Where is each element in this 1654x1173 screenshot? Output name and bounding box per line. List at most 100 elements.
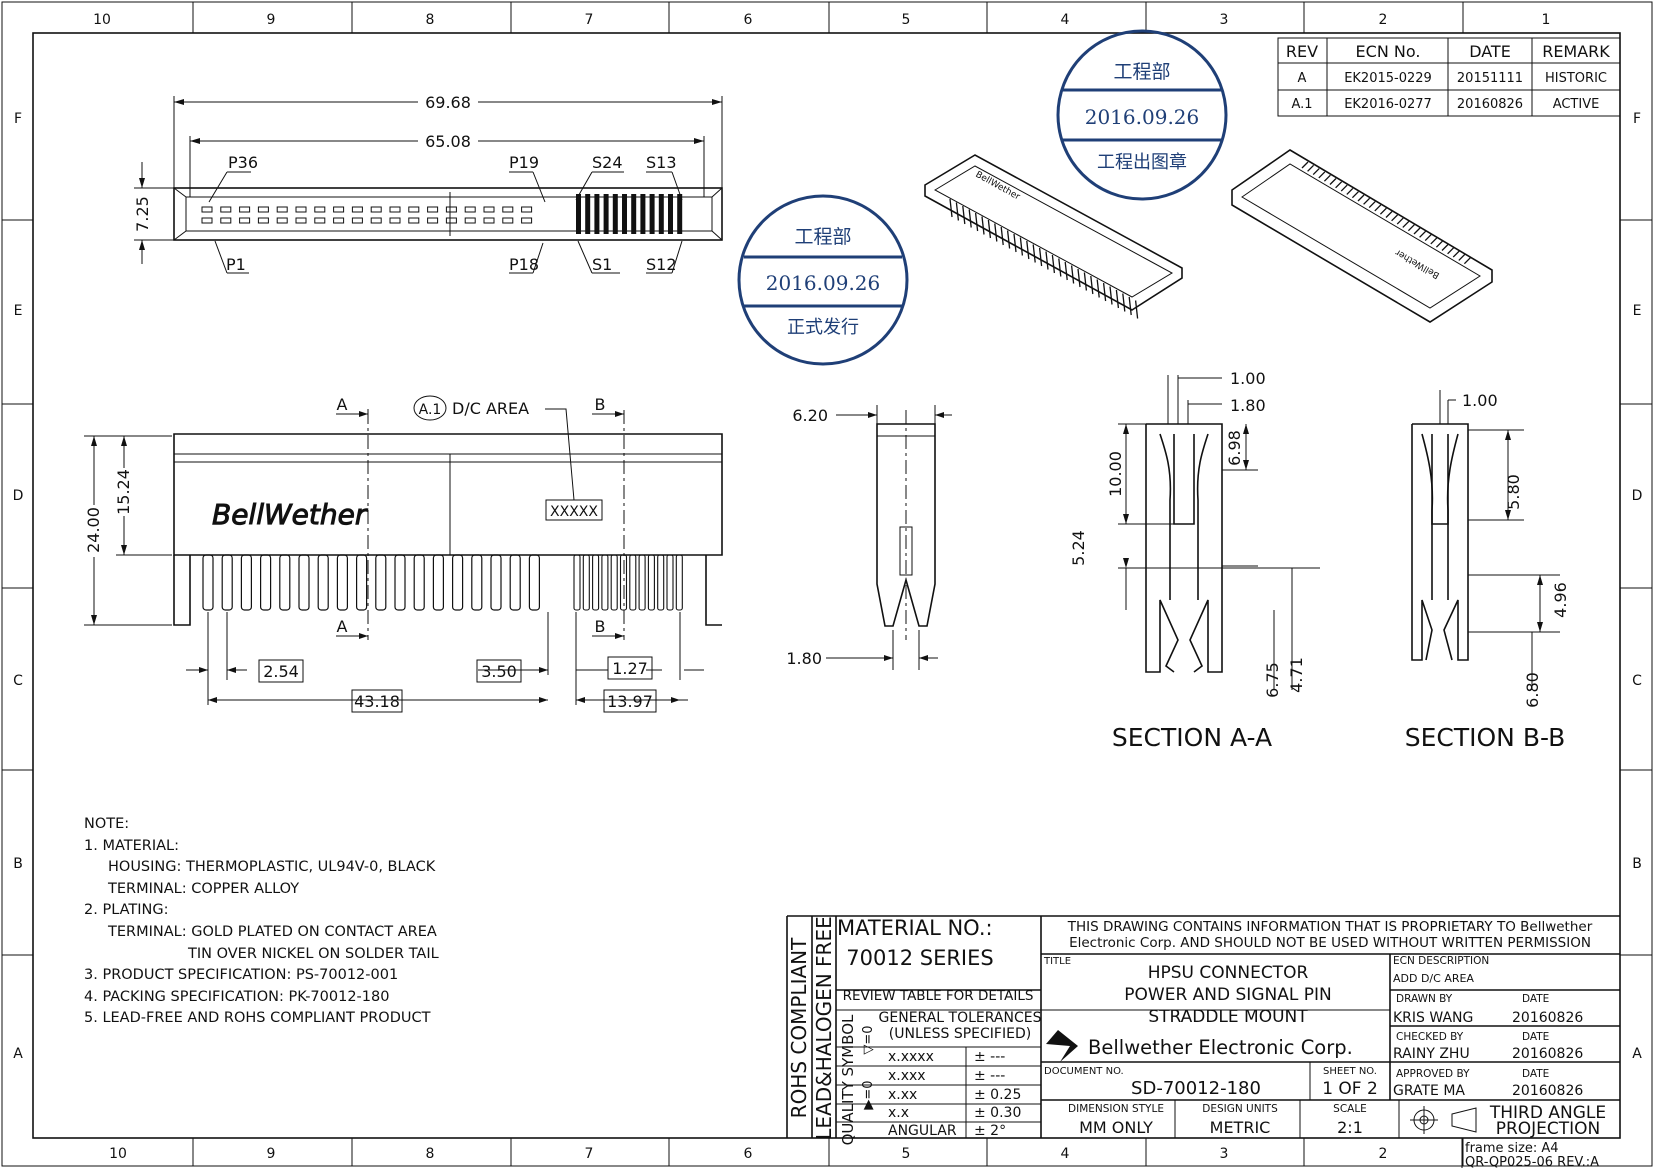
iso-pin (1430, 237, 1438, 245)
col-label: 6 (744, 1146, 753, 1162)
dim-aa-1: 1.00 (1230, 369, 1266, 388)
units-value: METRIC (1210, 1118, 1271, 1137)
iso-brand-text: BellWether (974, 170, 1022, 203)
checked-label: CHECKED BY (1396, 1031, 1464, 1043)
note-line: 2. PLATING: (84, 902, 169, 918)
pin-label: S24 (592, 153, 623, 172)
iso-pin (994, 223, 998, 242)
power-pin (333, 217, 345, 224)
iso-pin (1413, 227, 1421, 235)
note-line: 3. PRODUCT SPECIFICATION: PS-70012-001 (84, 967, 398, 983)
dim-aa-7: 4.71 (1287, 657, 1306, 693)
iso-pin (1134, 300, 1139, 319)
note-line: 4. PACKING SPECIFICATION: PK-70012-180 (84, 989, 389, 1005)
iso-pin (981, 216, 985, 235)
col-label: 7 (585, 1146, 594, 1162)
note-line: 1. MATERIAL: (84, 838, 179, 854)
dim-inner-length: 65.08 (425, 132, 471, 151)
dim-signal-span: 13.97 (607, 692, 653, 711)
power-pin (464, 217, 476, 224)
note-line: 5. LEAD-FREE AND ROHS COMPLIANT PRODUCT (84, 1010, 431, 1026)
rev-cell: A.1 (1291, 97, 1312, 112)
iso-pin (1051, 254, 1056, 274)
front-signal-pin (582, 554, 590, 611)
col-label: 8 (426, 12, 435, 28)
iso-pin (1323, 174, 1331, 182)
rev-cell: 20160826 (1457, 97, 1523, 112)
iso-pin (1329, 178, 1337, 185)
row-label: E (14, 303, 23, 319)
section-b-b-title: SECTION B-B (1405, 723, 1566, 752)
front-power-pin (375, 554, 387, 611)
iso-pin (1032, 244, 1036, 263)
approved-date: 20160826 (1512, 1083, 1583, 1099)
power-pin (389, 217, 401, 224)
iso-pin (974, 212, 979, 232)
proprietary-notice: THIS DRAWING CONTAINS INFORMATION THAT I… (1067, 919, 1593, 935)
iso-pin (1340, 184, 1348, 192)
company-logo-icon (1046, 1030, 1078, 1062)
dc-code: XXXXX (550, 504, 598, 520)
iso-pin (1096, 279, 1100, 298)
tolerance-value: ± 0.25 (974, 1087, 1021, 1103)
isometric-view-front: BellWether (924, 154, 1183, 319)
row-label: F (1633, 111, 1641, 127)
power-pin (521, 206, 533, 213)
iso-pin (1038, 247, 1043, 267)
stamp-date: 2016.09.26 (766, 271, 881, 295)
section-marker-a: A (337, 617, 348, 636)
iso-pin (1102, 282, 1107, 302)
section-a-a-view: 1.00 1.80 10.00 6.98 5.24 6.75 4.71 SECT… (1069, 369, 1320, 752)
tolerance-key: x.x (888, 1105, 909, 1121)
sheet-number: 1 OF 2 (1322, 1079, 1378, 1099)
dim-upper-height: 15.24 (114, 469, 133, 515)
power-pin (370, 217, 382, 224)
series-label: 70012 SERIES (846, 946, 993, 970)
iso-pin (1402, 220, 1410, 228)
signal-pin (585, 194, 591, 234)
dim-style-label: DIMENSION STYLE (1068, 1103, 1164, 1115)
tolerance-key: x.xxxx (888, 1049, 934, 1065)
tolerance-value: ± --- (974, 1068, 1005, 1084)
front-signal-pin (657, 554, 665, 611)
iso-pin (1090, 275, 1094, 295)
front-view: BellWether XXXXX A.1 D/C AREA A A B B 24… (84, 395, 723, 713)
dim-bb-2: 5.80 (1504, 474, 1523, 510)
iso-pin (1019, 237, 1024, 256)
power-pin (502, 206, 514, 213)
stamp-dept: 工程部 (794, 226, 851, 248)
iso-pin (1115, 289, 1120, 309)
signal-pin (658, 194, 664, 234)
iso-pin (1122, 293, 1126, 312)
dc-area-label: D/C AREA (452, 399, 529, 418)
dim-aa-5: 5.24 (1069, 530, 1088, 566)
iso-pin (1070, 265, 1075, 284)
note-line: TIN OVER NICKEL ON SOLDER TAIL (187, 946, 439, 962)
front-signal-pin (601, 554, 609, 611)
power-pin (408, 206, 420, 213)
power-pin (351, 206, 363, 213)
iso-pin (1026, 240, 1030, 260)
notes-block: NOTE: 1. MATERIAL: HOUSING: THERMOPLASTI… (84, 816, 439, 1026)
column-labels-bottom: 10 9 8 7 6 5 4 3 2 (109, 1146, 1387, 1162)
review-label: REVIEW TABLE FOR DETAILS (843, 988, 1034, 1004)
col-label: 7 (585, 12, 594, 28)
section-b-b-view: 1.00 5.80 4.96 6.80 SECTION B-B (1405, 390, 1570, 752)
date-label: DATE (1522, 1031, 1549, 1043)
pin-label: S13 (646, 153, 677, 172)
stamp-label: 工程出图章 (1097, 152, 1187, 173)
stamp-label: 正式发行 (787, 317, 859, 338)
power-pin (445, 206, 457, 213)
iso-pin (968, 209, 972, 228)
tolerance-header: (UNLESS SPECIFIED) (889, 1026, 1031, 1042)
col-label: 5 (902, 1146, 911, 1162)
rev-header: REV (1286, 42, 1318, 61)
units-label: DESIGN UNITS (1202, 1103, 1278, 1115)
front-signal-pin (629, 554, 637, 611)
power-pin (276, 217, 288, 224)
tolerance-key: ANGULAR (888, 1123, 957, 1139)
dim-bb-3: 4.96 (1551, 582, 1570, 618)
iso-pin (1083, 272, 1088, 291)
iso-pin (1058, 258, 1062, 277)
power-pin (389, 206, 401, 213)
